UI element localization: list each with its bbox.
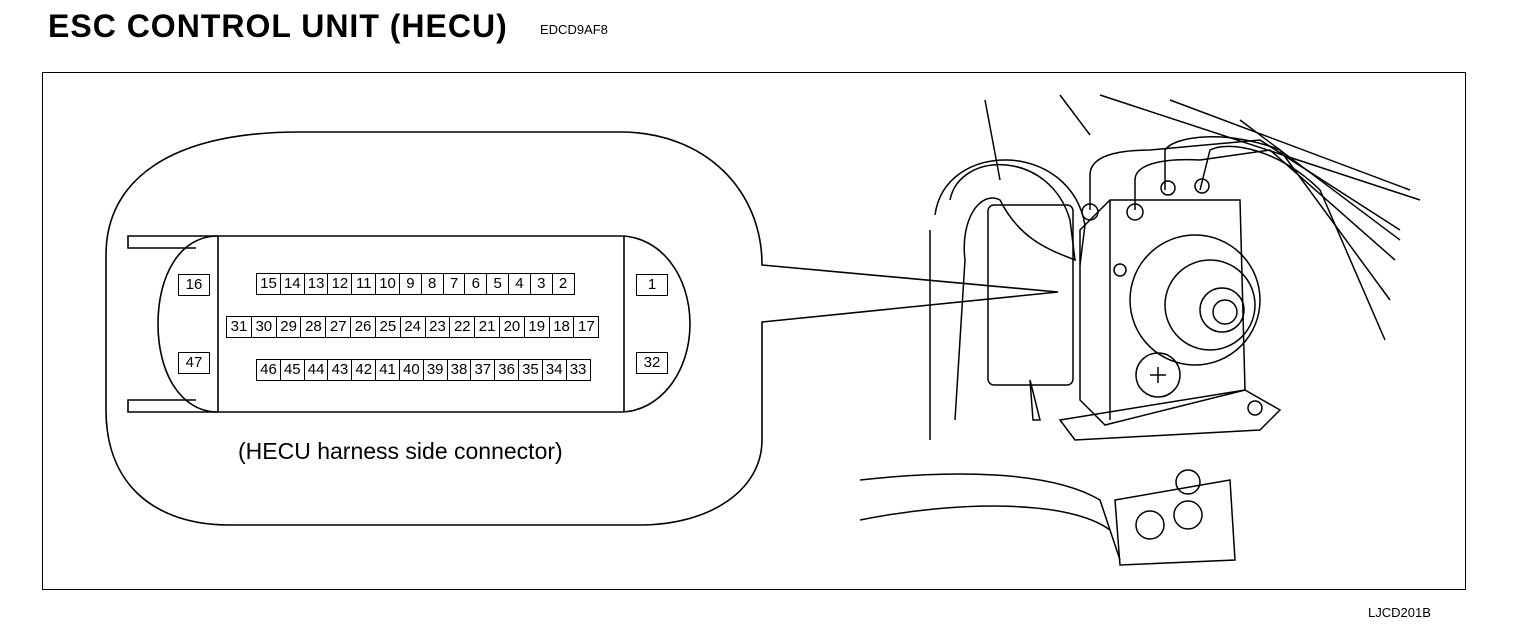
pin-cell: 15 [256,273,281,295]
diagram-frame [42,72,1466,590]
pin-cell: 31 [226,316,252,338]
pin-32: 32 [636,352,668,374]
pin-cell: 4 [507,273,531,295]
pin-cell: 37 [470,359,496,381]
pin-cell: 6 [464,273,488,295]
pin-16: 16 [178,274,210,296]
pin-cell: 25 [374,316,401,338]
pin-cell: 45 [279,359,305,381]
pin-cell: 14 [279,273,305,295]
pin-cell: 33 [565,359,591,381]
pin-row-top: 15 14 13 12 11 10 9 8 7 6 5 4 3 2 [256,273,575,295]
document-code: EDCD9AF8 [540,22,608,37]
pin-cell: 18 [548,316,575,338]
pin-1: 1 [636,274,668,296]
pin-cell: 44 [303,359,329,381]
pin-cell: 5 [486,273,510,295]
pin-cell: 9 [398,273,422,295]
pin-cell: 2 [551,273,575,295]
pin-cell: 24 [399,316,426,338]
pin-cell: 40 [398,359,424,381]
pin-cell: 41 [375,359,401,381]
pin-cell: 26 [350,316,377,338]
connector-body [127,235,691,413]
pin-cell: 7 [442,273,466,295]
pin-cell: 12 [327,273,353,295]
pin-cell: 3 [529,273,553,295]
pin-cell: 42 [351,359,377,381]
pin-cell: 46 [256,359,281,381]
pin-cell: 34 [541,359,567,381]
figure-id: LJCD201B [1368,605,1431,620]
pin-cell: 39 [422,359,448,381]
pin-cell: 35 [517,359,543,381]
pin-cell: 29 [275,316,302,338]
callout-bubble [105,131,1059,526]
pin-cell: 23 [424,316,451,338]
pin-cell: 22 [449,316,476,338]
pin-cell: 36 [494,359,520,381]
pin-row-middle: 31 30 29 28 27 26 25 24 23 22 21 20 19 1… [226,316,600,338]
pin-cell: 8 [420,273,444,295]
pin-cell: 43 [327,359,353,381]
pin-cell: 20 [498,316,525,338]
page-title: ESC CONTROL UNIT (HECU) [48,8,508,44]
pin-47: 47 [178,352,210,374]
pin-cell: 30 [250,316,277,338]
connector-caption: (HECU harness side connector) [238,438,563,464]
pin-cell: 11 [351,273,377,295]
pin-cell: 28 [300,316,327,338]
pin-row-bottom: 46 45 44 43 42 41 40 39 38 37 36 35 34 3… [256,359,591,381]
pin-cell: 13 [303,273,329,295]
pin-cell: 21 [474,316,501,338]
pin-cell: 17 [573,316,600,338]
pin-cell: 10 [375,273,401,295]
pin-cell: 19 [523,316,550,338]
hecu-module-illustration [859,94,1421,566]
pin-cell: 27 [325,316,352,338]
pin-cell: 38 [446,359,472,381]
